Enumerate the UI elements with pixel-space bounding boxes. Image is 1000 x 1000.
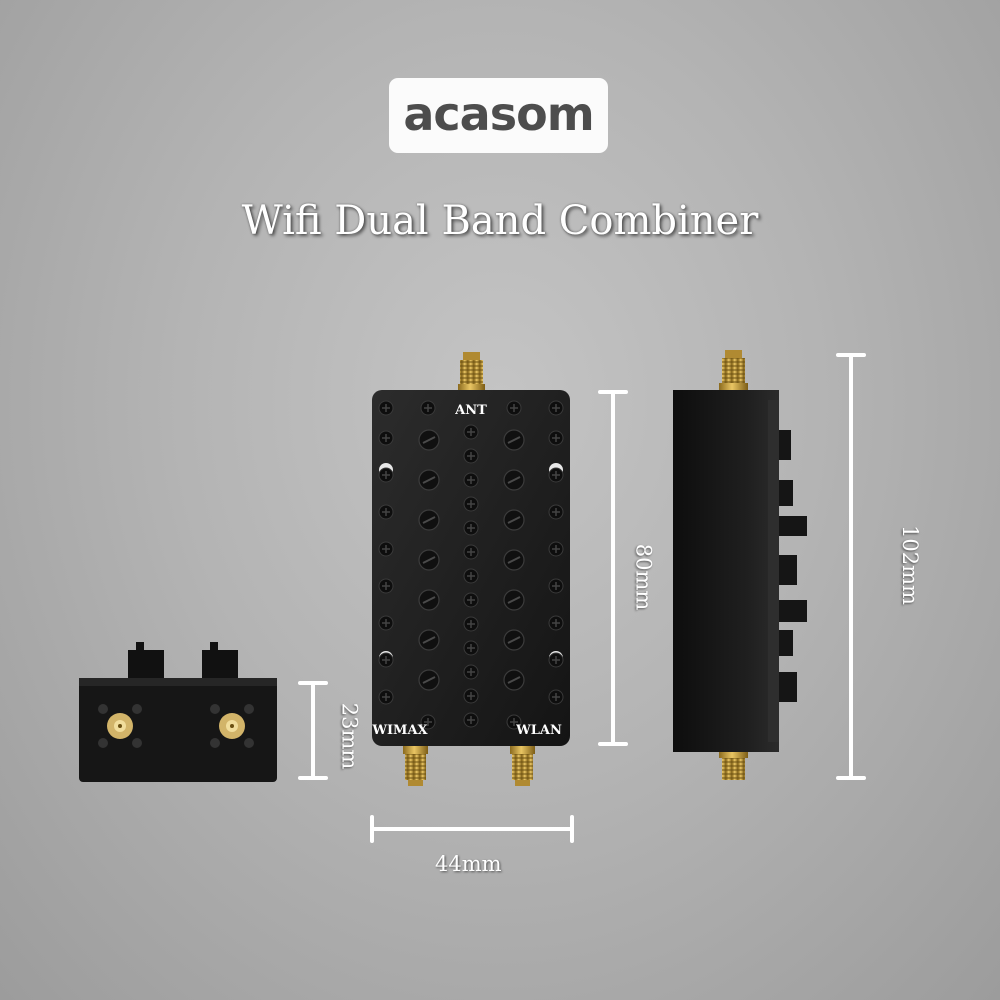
product-title: Wifi Dual Band Combiner bbox=[241, 198, 759, 244]
width-44-label: 44mm bbox=[435, 852, 502, 876]
height-102-label: 102mm bbox=[897, 525, 922, 605]
brand-logo-text: acasom bbox=[403, 86, 594, 141]
bottom-housing bbox=[79, 678, 277, 782]
wimax-port-label: WIMAX bbox=[371, 723, 428, 738]
side-housing bbox=[673, 390, 779, 752]
brand-logo: acasom bbox=[389, 78, 608, 153]
bottom-connector-left bbox=[98, 704, 142, 748]
height-80-label: 80mm bbox=[631, 543, 656, 611]
dimension-lines bbox=[298, 353, 866, 843]
tuning-screws bbox=[378, 400, 564, 730]
ant-port-label: ANT bbox=[454, 403, 487, 418]
side-view-combiner bbox=[673, 350, 807, 780]
depth-23-label: 23mm bbox=[337, 702, 362, 770]
bottom-view-combiner bbox=[79, 642, 277, 782]
front-view-combiner: ANT WIMAX WLAN bbox=[371, 352, 570, 786]
side-bottom-connector bbox=[719, 752, 748, 780]
side-screw-knobs bbox=[779, 430, 807, 702]
wlan-port-label: WLAN bbox=[515, 723, 562, 738]
bottom-connector-right bbox=[210, 704, 254, 748]
wlan-sma-connector bbox=[510, 746, 535, 786]
side-top-connector bbox=[719, 350, 748, 391]
ant-sma-connector bbox=[458, 352, 485, 392]
wimax-sma-connector bbox=[403, 746, 428, 786]
